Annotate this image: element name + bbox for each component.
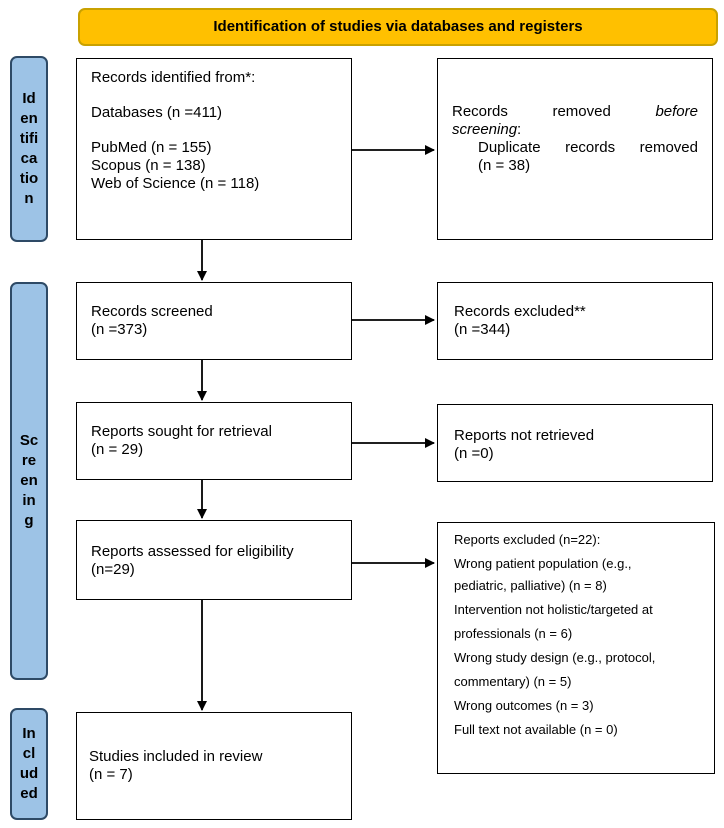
phase-text: ca: [20, 150, 38, 167]
phase-text: en: [20, 110, 38, 127]
records-removed-box: Records removed before screening: Duplic…: [437, 58, 713, 240]
box-count: (n = 7): [89, 766, 133, 783]
phase-included: In cl ud ed: [10, 708, 48, 820]
phase-text: en: [20, 472, 38, 489]
exclusion-reason: Intervention not holistic/targeted at: [454, 602, 653, 617]
phase-text: tifi: [19, 130, 39, 147]
exclusion-reason: Wrong outcomes (n = 3): [454, 698, 594, 713]
phase-text: n: [24, 190, 34, 207]
removed-text-italic: screening: [452, 121, 518, 138]
removed-text-italic: before: [655, 103, 698, 120]
box-count: (n=29): [91, 561, 135, 578]
box-count: (n =344): [454, 321, 511, 338]
pubmed-count: PubMed (n = 155): [91, 139, 212, 156]
exclusion-reason: pediatric, palliative) (n = 8): [454, 578, 607, 593]
removed-text: :: [517, 121, 522, 138]
phase-text: g: [24, 512, 34, 529]
reports-sought-box: Reports sought for retrieval (n = 29): [76, 402, 352, 480]
phase-text: Sc: [19, 432, 39, 449]
wos-count: Web of Science (n = 118): [91, 175, 260, 192]
box-heading: Records identified from*:: [91, 69, 256, 86]
records-screened-box: Records screened (n =373): [76, 282, 352, 360]
exclusion-reason: professionals (n = 6): [454, 626, 573, 641]
header-title: Identification of studies via databases …: [213, 18, 583, 35]
studies-included-box: Studies included in review (n = 7): [76, 712, 352, 820]
exclusion-heading: Reports excluded (n=22):: [454, 532, 601, 547]
phase-identification: Id en tifi ca tio n: [10, 56, 48, 242]
box-label: Records screened: [91, 303, 213, 320]
records-excluded-box: Records excluded** (n =344): [437, 282, 713, 360]
reports-not-retrieved-box: Reports not retrieved (n =0): [437, 404, 713, 482]
databases-count: Databases (n =411): [91, 104, 223, 121]
exclusion-reason: Wrong patient population (e.g.,: [454, 556, 632, 571]
phase-text: cl: [22, 745, 36, 762]
phase-text: re: [21, 452, 37, 469]
header-banner: Identification of studies via databases …: [78, 8, 718, 46]
box-label: Reports sought for retrieval: [91, 423, 272, 440]
box-label: Records excluded**: [454, 303, 586, 320]
phase-text: tio: [19, 170, 39, 187]
removed-text: Records: [452, 103, 508, 120]
box-count: (n =0): [454, 445, 494, 462]
phase-screening: Sc re en in g: [10, 282, 48, 680]
exclusion-reason: Wrong study design (e.g., protocol,: [454, 650, 656, 665]
box-label: Studies included in review: [89, 748, 263, 765]
box-label: Reports not retrieved: [454, 427, 595, 444]
phase-text: ud: [19, 765, 39, 782]
box-count: (n =373): [91, 321, 148, 338]
reports-excluded-box: Reports excluded (n=22): Wrong patient p…: [437, 522, 715, 774]
removed-text: removed: [552, 103, 611, 120]
phase-text: In: [22, 725, 36, 742]
exclusion-reason: Full text not available (n = 0): [454, 722, 618, 737]
phase-text: ed: [20, 785, 38, 802]
scopus-count: Scopus (n = 138): [91, 157, 206, 174]
phase-text: in: [22, 492, 36, 509]
box-label: Reports assessed for eligibility: [91, 543, 294, 560]
phase-text: Id: [22, 90, 36, 107]
exclusion-reason: commentary) (n = 5): [454, 674, 572, 689]
box-count: (n = 29): [91, 441, 144, 458]
records-identified-box: Records identified from*: Databases (n =…: [76, 58, 352, 240]
reports-assessed-box: Reports assessed for eligibility (n=29): [76, 520, 352, 600]
duplicates-removed: Duplicate records removed: [478, 139, 698, 156]
duplicates-count: (n = 38): [478, 157, 531, 174]
